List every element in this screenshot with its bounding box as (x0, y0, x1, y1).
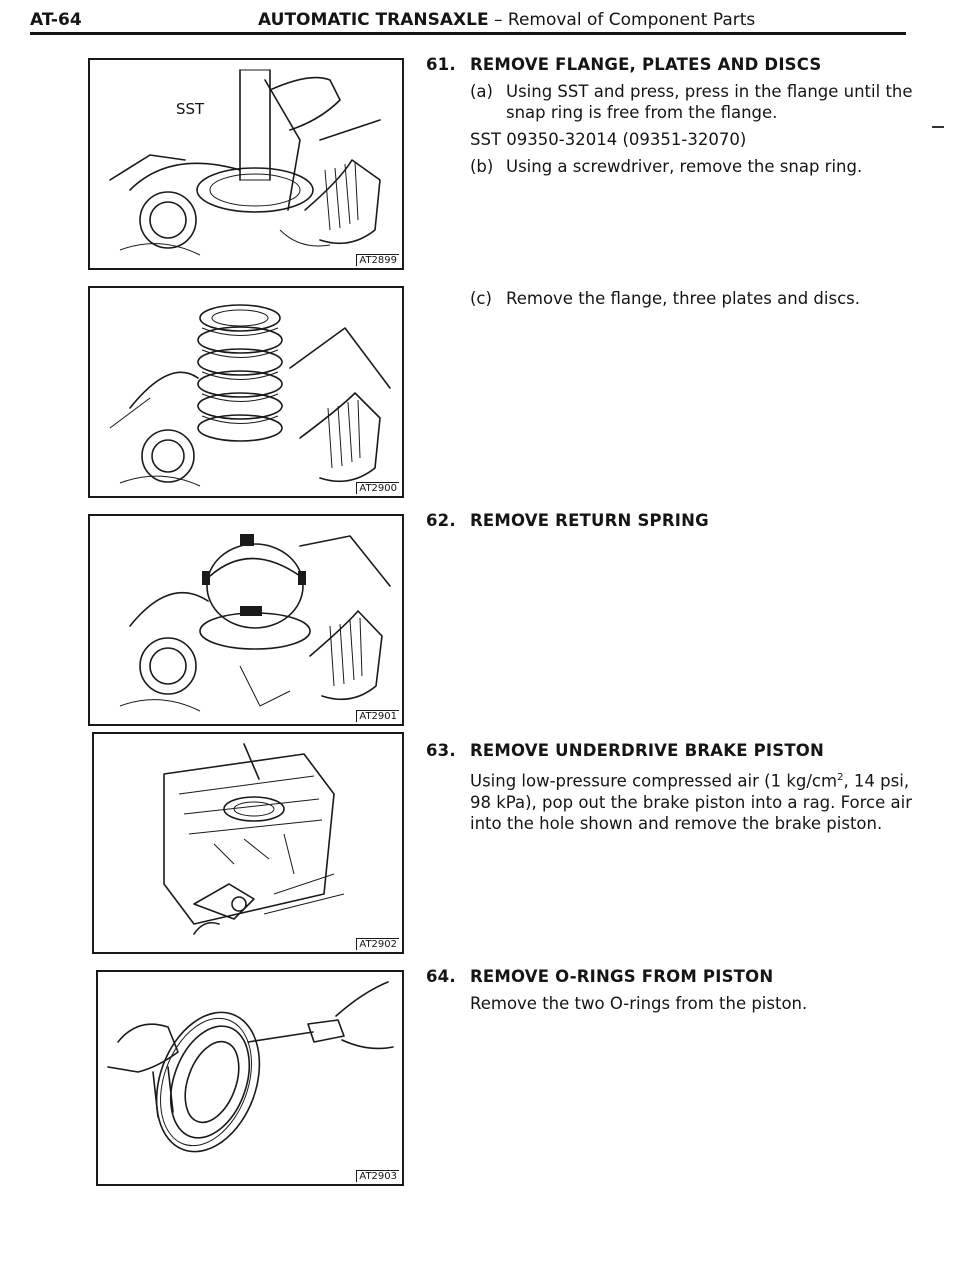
substep-text: Remove the flange, three plates and disc… (506, 289, 860, 308)
step-62: 62. REMOVE RETURN SPRING (426, 510, 916, 531)
substep-text: Using a screwdriver, remove the snap rin… (506, 157, 863, 176)
step-number: 61. (426, 55, 456, 74)
sst-number: SST 09350-32014 (09351-32070) (470, 130, 747, 149)
figure-code: AT2903 (356, 1170, 399, 1182)
figure-code: AT2900 (356, 482, 399, 494)
section-title: AUTOMATIC TRANSAXLE – Removal of Compone… (258, 10, 755, 30)
substep-label: (b) (470, 157, 494, 176)
step-text-part-2: , 14 psi, 98 kPa), pop out the brake pis… (470, 771, 913, 833)
step-61: 61. REMOVE FLANGE, PLATES AND DISCS (a) Us… (426, 54, 916, 177)
return-spring-illustration-icon (119, 534, 391, 712)
step-text-part-1: Using low-pressure compressed air (1 kg/… (470, 771, 838, 791)
step-text: Using low-pressure compressed air (1 kg/… (470, 767, 916, 834)
substep-label: (c) (470, 289, 492, 308)
step-number: 63. (426, 741, 456, 760)
figure-2: AT2900 (88, 286, 404, 498)
step-heading: 62. REMOVE RETURN SPRING (426, 510, 916, 531)
step-64: 64. REMOVE O-RINGS FROM PISTON Remove the… (426, 966, 916, 1014)
margin-mark (932, 126, 944, 128)
step-number: 64. (426, 967, 456, 986)
substep-text: Using SST and press, press in the flange… (506, 82, 913, 122)
figure-3: AT2901 (88, 514, 404, 726)
step-title: REMOVE UNDERDRIVE BRAKE PISTON (470, 741, 825, 760)
sst-label: SST (176, 100, 205, 118)
substep-b: (b) Using a screwdriver, remove the snap … (470, 156, 916, 177)
plates-and-discs-illustration-icon (109, 304, 391, 487)
superscript: 2 (837, 772, 844, 783)
figure-code: AT2902 (356, 938, 399, 950)
step-text: Remove the two O-rings from the piston. (470, 994, 808, 1013)
step-number: 62. (426, 511, 456, 530)
step-title: REMOVE FLANGE, PLATES AND DISCS (470, 55, 822, 74)
step-63: 63. REMOVE UNDERDRIVE BRAKE PISTON Using … (426, 740, 916, 834)
step-heading: 64. REMOVE O-RINGS FROM PISTON (426, 966, 916, 987)
substep-label: (a) (470, 82, 493, 101)
step-title: REMOVE RETURN SPRING (470, 511, 709, 530)
figure-1: SST AT2899 (88, 58, 404, 270)
section-title-bold: AUTOMATIC TRANSAXLE (258, 10, 489, 30)
section-title-rest: – Removal of Component Parts (488, 10, 756, 30)
sst-press-flange-illustration-icon (109, 69, 381, 256)
figure-5: AT2903 (96, 970, 404, 1186)
figure-4: AT2902 (92, 732, 404, 954)
piston-o-ring-removal-illustration-icon (107, 981, 394, 1153)
figure-code: AT2901 (356, 710, 399, 722)
step-title: REMOVE O-RINGS FROM PISTON (470, 967, 774, 986)
page-header: AT-64 AUTOMATIC TRANSAXLE – Removal of C… (30, 6, 910, 36)
step-heading: 61. REMOVE FLANGE, PLATES AND DISCS (426, 54, 916, 75)
page-id: AT-64 (30, 10, 82, 30)
substep-c: (c) Remove the flange, three plates and d… (470, 288, 916, 309)
figure-code: AT2899 (356, 254, 399, 266)
header-rule (30, 32, 906, 35)
substep-a: (a) Using SST and press, press in the fla… (470, 81, 916, 123)
step-heading: 63. REMOVE UNDERDRIVE BRAKE PISTON (426, 740, 916, 761)
step-61-c: (c) Remove the flange, three plates and d… (426, 282, 916, 309)
compressed-air-piston-illustration-icon (163, 743, 345, 935)
